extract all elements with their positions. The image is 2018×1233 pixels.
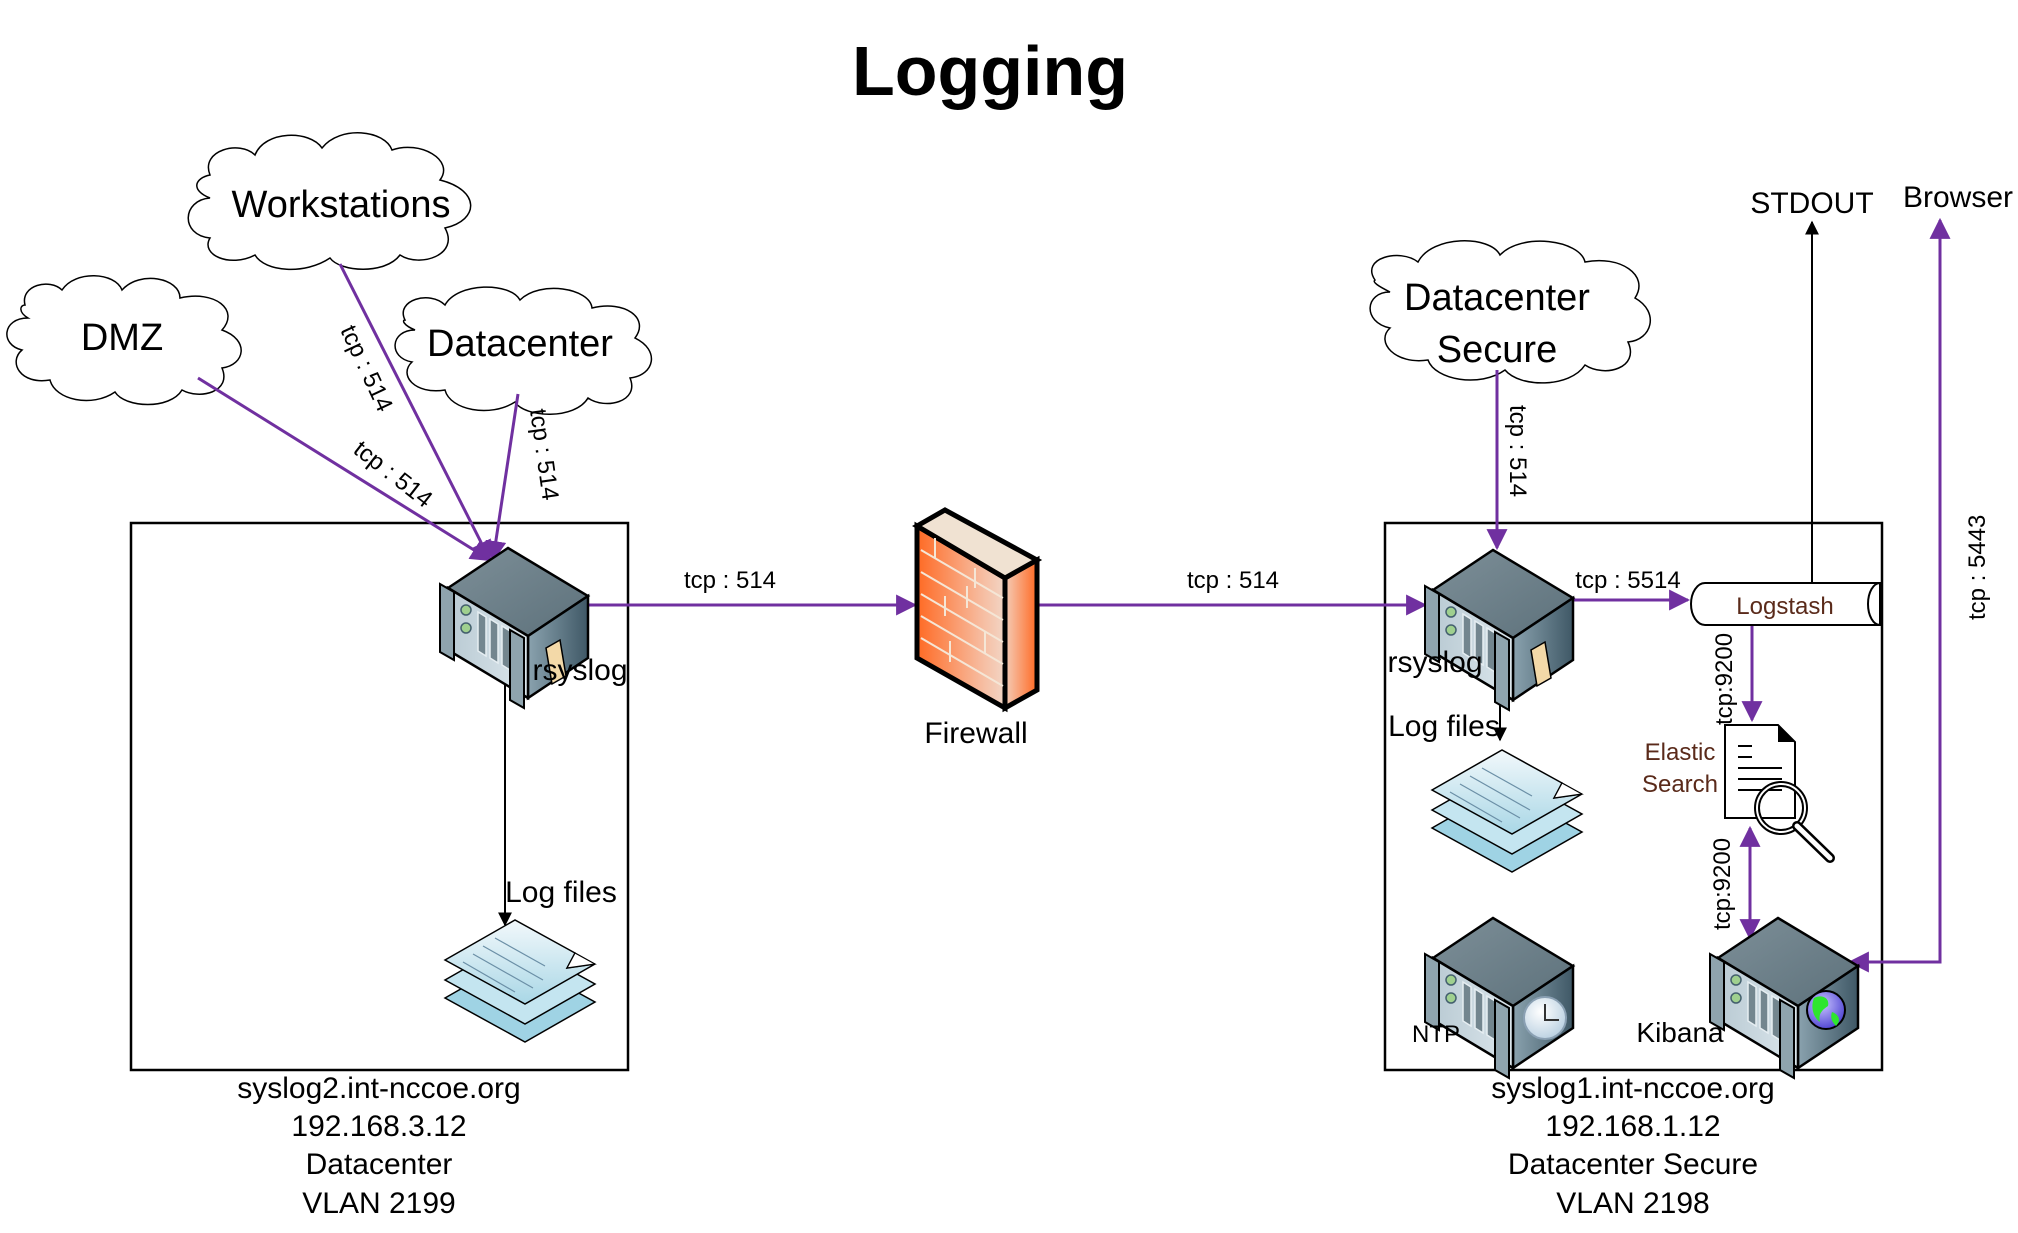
elasticsearch-icon <box>1724 724 1835 863</box>
link-dmz-rsyslog2 <box>197 376 492 562</box>
ntp-label: NTP <box>1412 1021 1460 1048</box>
elastic-label-line1: Elastic <box>1645 739 1716 766</box>
logfiles1-label: Log files <box>1388 710 1500 743</box>
caption-line: 192.168.3.12 <box>291 1110 466 1143</box>
page-title: Logging <box>852 32 1128 110</box>
syslog1-caption: syslog1.int-nccoe.org 192.168.1.12 Datac… <box>1491 1072 1774 1220</box>
logstash-pipe-icon <box>1690 582 1881 626</box>
cloud-dmz: DMZ <box>6 275 242 406</box>
cloud-label: Secure <box>1437 329 1557 371</box>
caption-line: 192.168.1.12 <box>1545 1110 1720 1143</box>
link-label: tcp : 5514 <box>1575 567 1680 594</box>
rsyslog1-label: rsyslog <box>1387 646 1482 679</box>
link-label: tcp : 514 <box>348 435 437 513</box>
link-datacenter-rsyslog2 <box>485 393 520 563</box>
caption-line: syslog1.int-nccoe.org <box>1491 1072 1774 1105</box>
cloud-icon <box>1369 240 1651 384</box>
link-workstations-rsyslog2 <box>338 263 492 562</box>
firewall-label: Firewall <box>924 717 1027 750</box>
cloud-datacenter-secure: Datacenter Secure <box>1369 240 1651 384</box>
link-browser-kibana <box>1847 217 1951 973</box>
caption-line: VLAN 2199 <box>302 1187 455 1220</box>
logstash-label: Logstash <box>1736 593 1833 620</box>
rsyslog2-server-icon <box>438 546 590 710</box>
kibana-label: Kibana <box>1636 1017 1724 1048</box>
link-label: tcp:9200 <box>1709 838 1736 930</box>
cloud-label: DMZ <box>81 317 163 359</box>
link-label: tcp:9200 <box>1711 633 1738 725</box>
logfiles2-icon <box>444 919 596 1043</box>
cloud-label: Datacenter <box>427 323 613 365</box>
stdout-label: STDOUT <box>1750 187 1873 220</box>
ntp-server-icon <box>1423 916 1575 1080</box>
link-label: tcp : 514 <box>1187 567 1279 594</box>
link-label: tcp : 514 <box>335 321 398 416</box>
caption-line: VLAN 2198 <box>1556 1187 1709 1220</box>
caption-line: syslog2.int-nccoe.org <box>237 1072 520 1105</box>
host-box-syslog2 <box>129 521 630 1072</box>
cloud-workstations: Workstations <box>187 132 472 270</box>
kibana-server-icon <box>1708 916 1860 1080</box>
cloud-label: Datacenter <box>1404 277 1590 319</box>
caption-line: Datacenter <box>306 1148 453 1181</box>
cloud-icon <box>394 286 653 415</box>
logfiles2-label: Log files <box>505 876 617 909</box>
cloud-icon <box>187 132 472 270</box>
rsyslog2-label: rsyslog <box>532 654 627 687</box>
cloud-icon <box>6 275 242 406</box>
caption-line: Datacenter Secure <box>1508 1148 1758 1181</box>
cloud-label: Workstations <box>232 184 451 226</box>
browser-label: Browser <box>1903 181 2013 214</box>
elastic-label-line2: Search <box>1642 771 1718 798</box>
link-label: tcp : 5443 <box>1964 515 1991 620</box>
cloud-datacenter: Datacenter <box>394 286 653 415</box>
syslog2-caption: syslog2.int-nccoe.org 192.168.3.12 Datac… <box>237 1072 520 1220</box>
rsyslog1-server-icon <box>1423 548 1575 712</box>
link-label: tcp : 514 <box>1504 405 1531 497</box>
globe-icon <box>1806 990 1846 1030</box>
link-label: tcp : 514 <box>524 407 564 502</box>
firewall-icon <box>912 507 1043 713</box>
link-label: tcp : 514 <box>684 567 776 594</box>
logfiles1-icon <box>1431 749 1583 873</box>
